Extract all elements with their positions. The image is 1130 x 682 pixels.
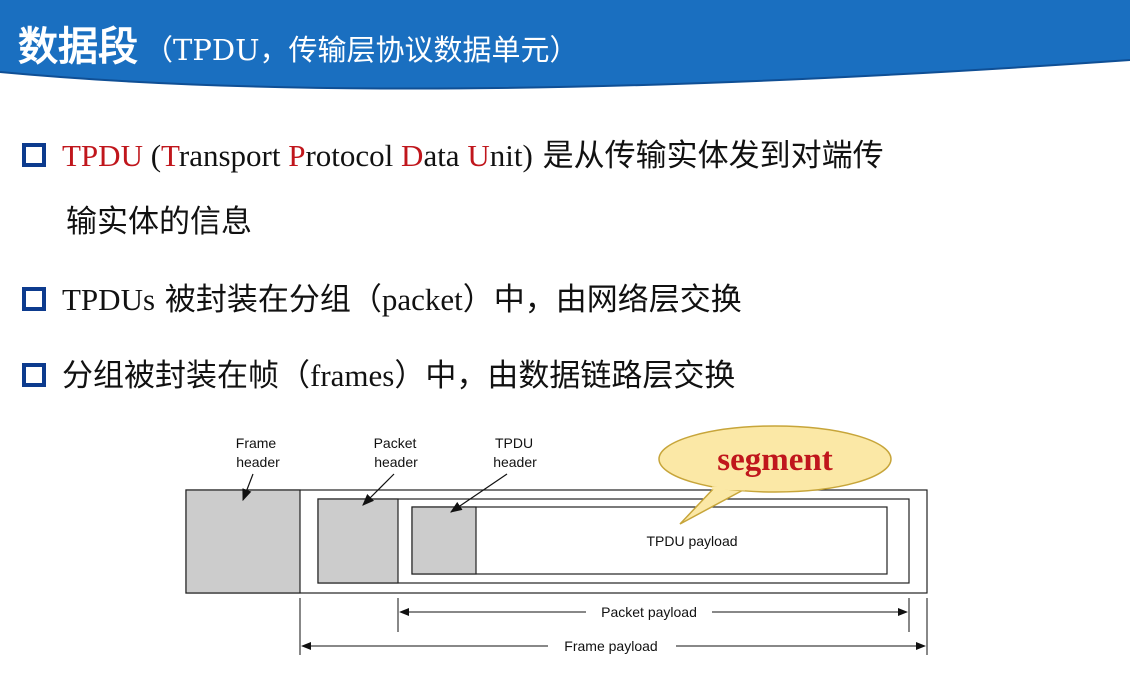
- word-rotocol: rotocol: [305, 138, 402, 173]
- bullet-text: 被封装在分组（: [155, 282, 382, 318]
- packet-header-box: [317, 498, 399, 584]
- bullet-text: 分组被封装在帧（: [62, 358, 310, 394]
- square-bullet-icon: [22, 362, 46, 387]
- word-ransport: ransport: [178, 138, 289, 173]
- bullet-text-tail: ）中，由数据链路层交换: [394, 358, 736, 394]
- letter-d: D: [401, 138, 424, 173]
- bullet-tpdu-def-continuation: 输实体的信息: [66, 204, 252, 240]
- tpdu-box: [411, 506, 888, 575]
- tpdus-word: TPDUs: [62, 282, 156, 317]
- frame-header-box: [185, 489, 301, 594]
- frame-header-pointer: [242, 473, 254, 502]
- title-bar: 数据段（TPDU，传输层协议数据单元）: [0, 0, 1130, 96]
- tpdu-header-box: [411, 506, 477, 575]
- paren-open: (: [142, 138, 162, 173]
- page-title: 数据段（TPDU，传输层协议数据单元）: [18, 14, 579, 72]
- letter-p: P: [288, 138, 306, 173]
- title-sub: （TPDU，传输层协议数据单元）: [144, 33, 579, 67]
- packet-header-pointer: [362, 473, 395, 506]
- letter-t: T: [161, 138, 179, 173]
- tpdu-header-label-1: TPDU: [495, 435, 533, 451]
- bullet-text-tail: ）中，由网络层交换: [462, 282, 742, 318]
- bullet-text-rest: 是从传输实体发到对端传: [532, 138, 884, 174]
- tpdu-header-pointer: [450, 473, 508, 513]
- letter-u: U: [467, 138, 490, 173]
- frame-header-label-1: Frame: [236, 435, 277, 451]
- frame-payload-label: Frame payload: [564, 638, 657, 654]
- segment-callout-bubble: [658, 425, 892, 493]
- tpdu-header-label-2: header: [493, 454, 537, 470]
- bullet-tpdus-packets: TPDUs 被封装在分组（packet）中，由网络层交换: [22, 274, 742, 319]
- tpdu-payload-label: TPDU payload: [646, 533, 737, 549]
- title-background: [0, 0, 1130, 96]
- frames-word: frames: [310, 358, 395, 393]
- packet-word: packet: [381, 282, 463, 317]
- word-nit: nit): [489, 138, 533, 173]
- packet-header-label-2: header: [374, 454, 418, 470]
- frame-header-label-2: header: [236, 454, 280, 470]
- word-ata: ata: [423, 138, 468, 173]
- segment-callout-text: segment: [717, 442, 832, 478]
- callout-joint: [711, 486, 746, 491]
- tpdu-highlight: TPDU: [62, 138, 143, 173]
- bullet-tpdu-def: TPDU (Transport Protocol Data Unit) 是从传输…: [22, 130, 884, 175]
- title-main: 数据段: [18, 24, 138, 70]
- packet-header-label-1: Packet: [374, 435, 417, 451]
- square-bullet-icon: [22, 142, 46, 167]
- square-bullet-icon: [22, 286, 46, 311]
- packet-payload-label: Packet payload: [601, 604, 697, 620]
- bullet-packets-frames: 分组被封装在帧（frames）中，由数据链路层交换: [22, 350, 735, 395]
